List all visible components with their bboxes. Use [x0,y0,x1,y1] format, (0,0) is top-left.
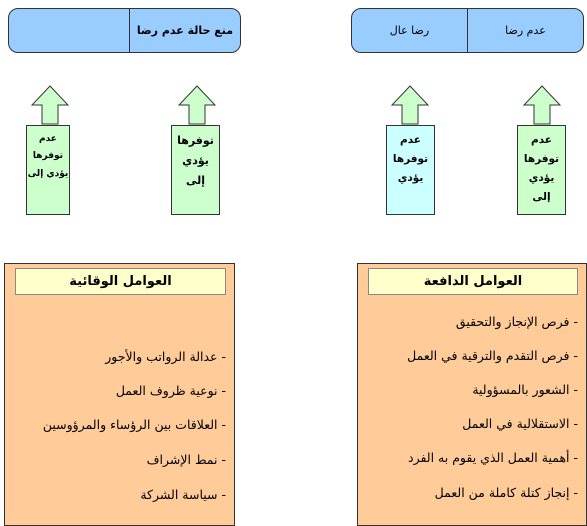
small-box-4-line-3: يؤدي [528,172,555,185]
motivator-factors-title: العوامل الدافعة [368,268,578,295]
top-right-box-divider [467,9,468,52]
up-arrow-1 [31,85,69,125]
top-right-box-right: عدم رضا [505,24,546,37]
top-right-box-left: رضا عال [389,24,430,37]
motivator-item-3: - الشعور بالمسؤولية [472,382,578,397]
top-right-box: رضا عال عدم رضا [351,8,584,53]
up-arrow-3 [391,85,429,125]
small-box-2-line-3: إلى [185,173,206,187]
hygiene-factors-title: العوامل الوقائية [15,268,226,295]
hygiene-item-5: - سياسة الشركة [140,487,226,502]
small-box-3-line-1: عدم [400,134,421,146]
motivator-factors-panel: العوامل الدافعة - فرص الإنجاز والتحقيق -… [357,263,587,526]
motivator-item-1: - فرص الإنجاز والتحقيق [455,314,578,329]
small-box-3: عدم توفرها يؤدي [386,125,435,215]
top-left-box-divider [129,9,130,52]
top-left-box-left [9,9,129,52]
motivator-item-5: - أهمية العمل الذي يقوم به الفرد [408,450,578,465]
up-arrow-4 [523,85,561,125]
hygiene-factors-panel: العوامل الوقائية - عدالة الرواتب والأجور… [4,263,235,526]
small-box-2-line-1: توفرها [177,134,214,147]
small-box-4-line-4: إلى [532,191,551,204]
small-box-4-line-2: توفرها [523,153,560,166]
small-box-2: توفرها يؤدي إلى [171,125,220,215]
small-box-4-line-1: عدم [531,134,552,146]
small-box-1-line-3: يؤدي إلى [27,168,69,179]
hygiene-item-2: - نوعية ظروف العمل [115,383,226,398]
small-box-3-line-2: توفرها [392,153,429,166]
up-arrow-2 [178,85,216,125]
top-left-box-right: منع حالة عدم رضا [136,24,234,37]
motivator-item-6: - إنجاز كتلة كاملة من العمل [434,485,578,500]
small-box-1-line-1: عدم [39,134,57,144]
small-box-3-line-3: يؤدي [397,172,424,185]
hygiene-item-1: - عدالة الرواتب والأجور [105,349,226,364]
motivator-item-2: - فرص التقدم والترقية في العمل [407,348,578,363]
top-left-box: منع حالة عدم رضا [8,8,241,53]
small-box-2-line-2: يؤدي [182,153,209,167]
small-box-1: عدم توفرها يؤدي إلى [26,125,70,215]
motivator-item-4: - الاستقلالية في العمل [462,416,578,431]
small-box-1-line-2: توفرها [32,151,64,162]
small-box-4: عدم توفرها يؤدي إلى [517,125,566,215]
hygiene-item-3: - العلاقات بين الرؤساء والمرؤوسين [42,417,226,432]
hygiene-item-4: - نمط الإشراف [146,452,226,467]
